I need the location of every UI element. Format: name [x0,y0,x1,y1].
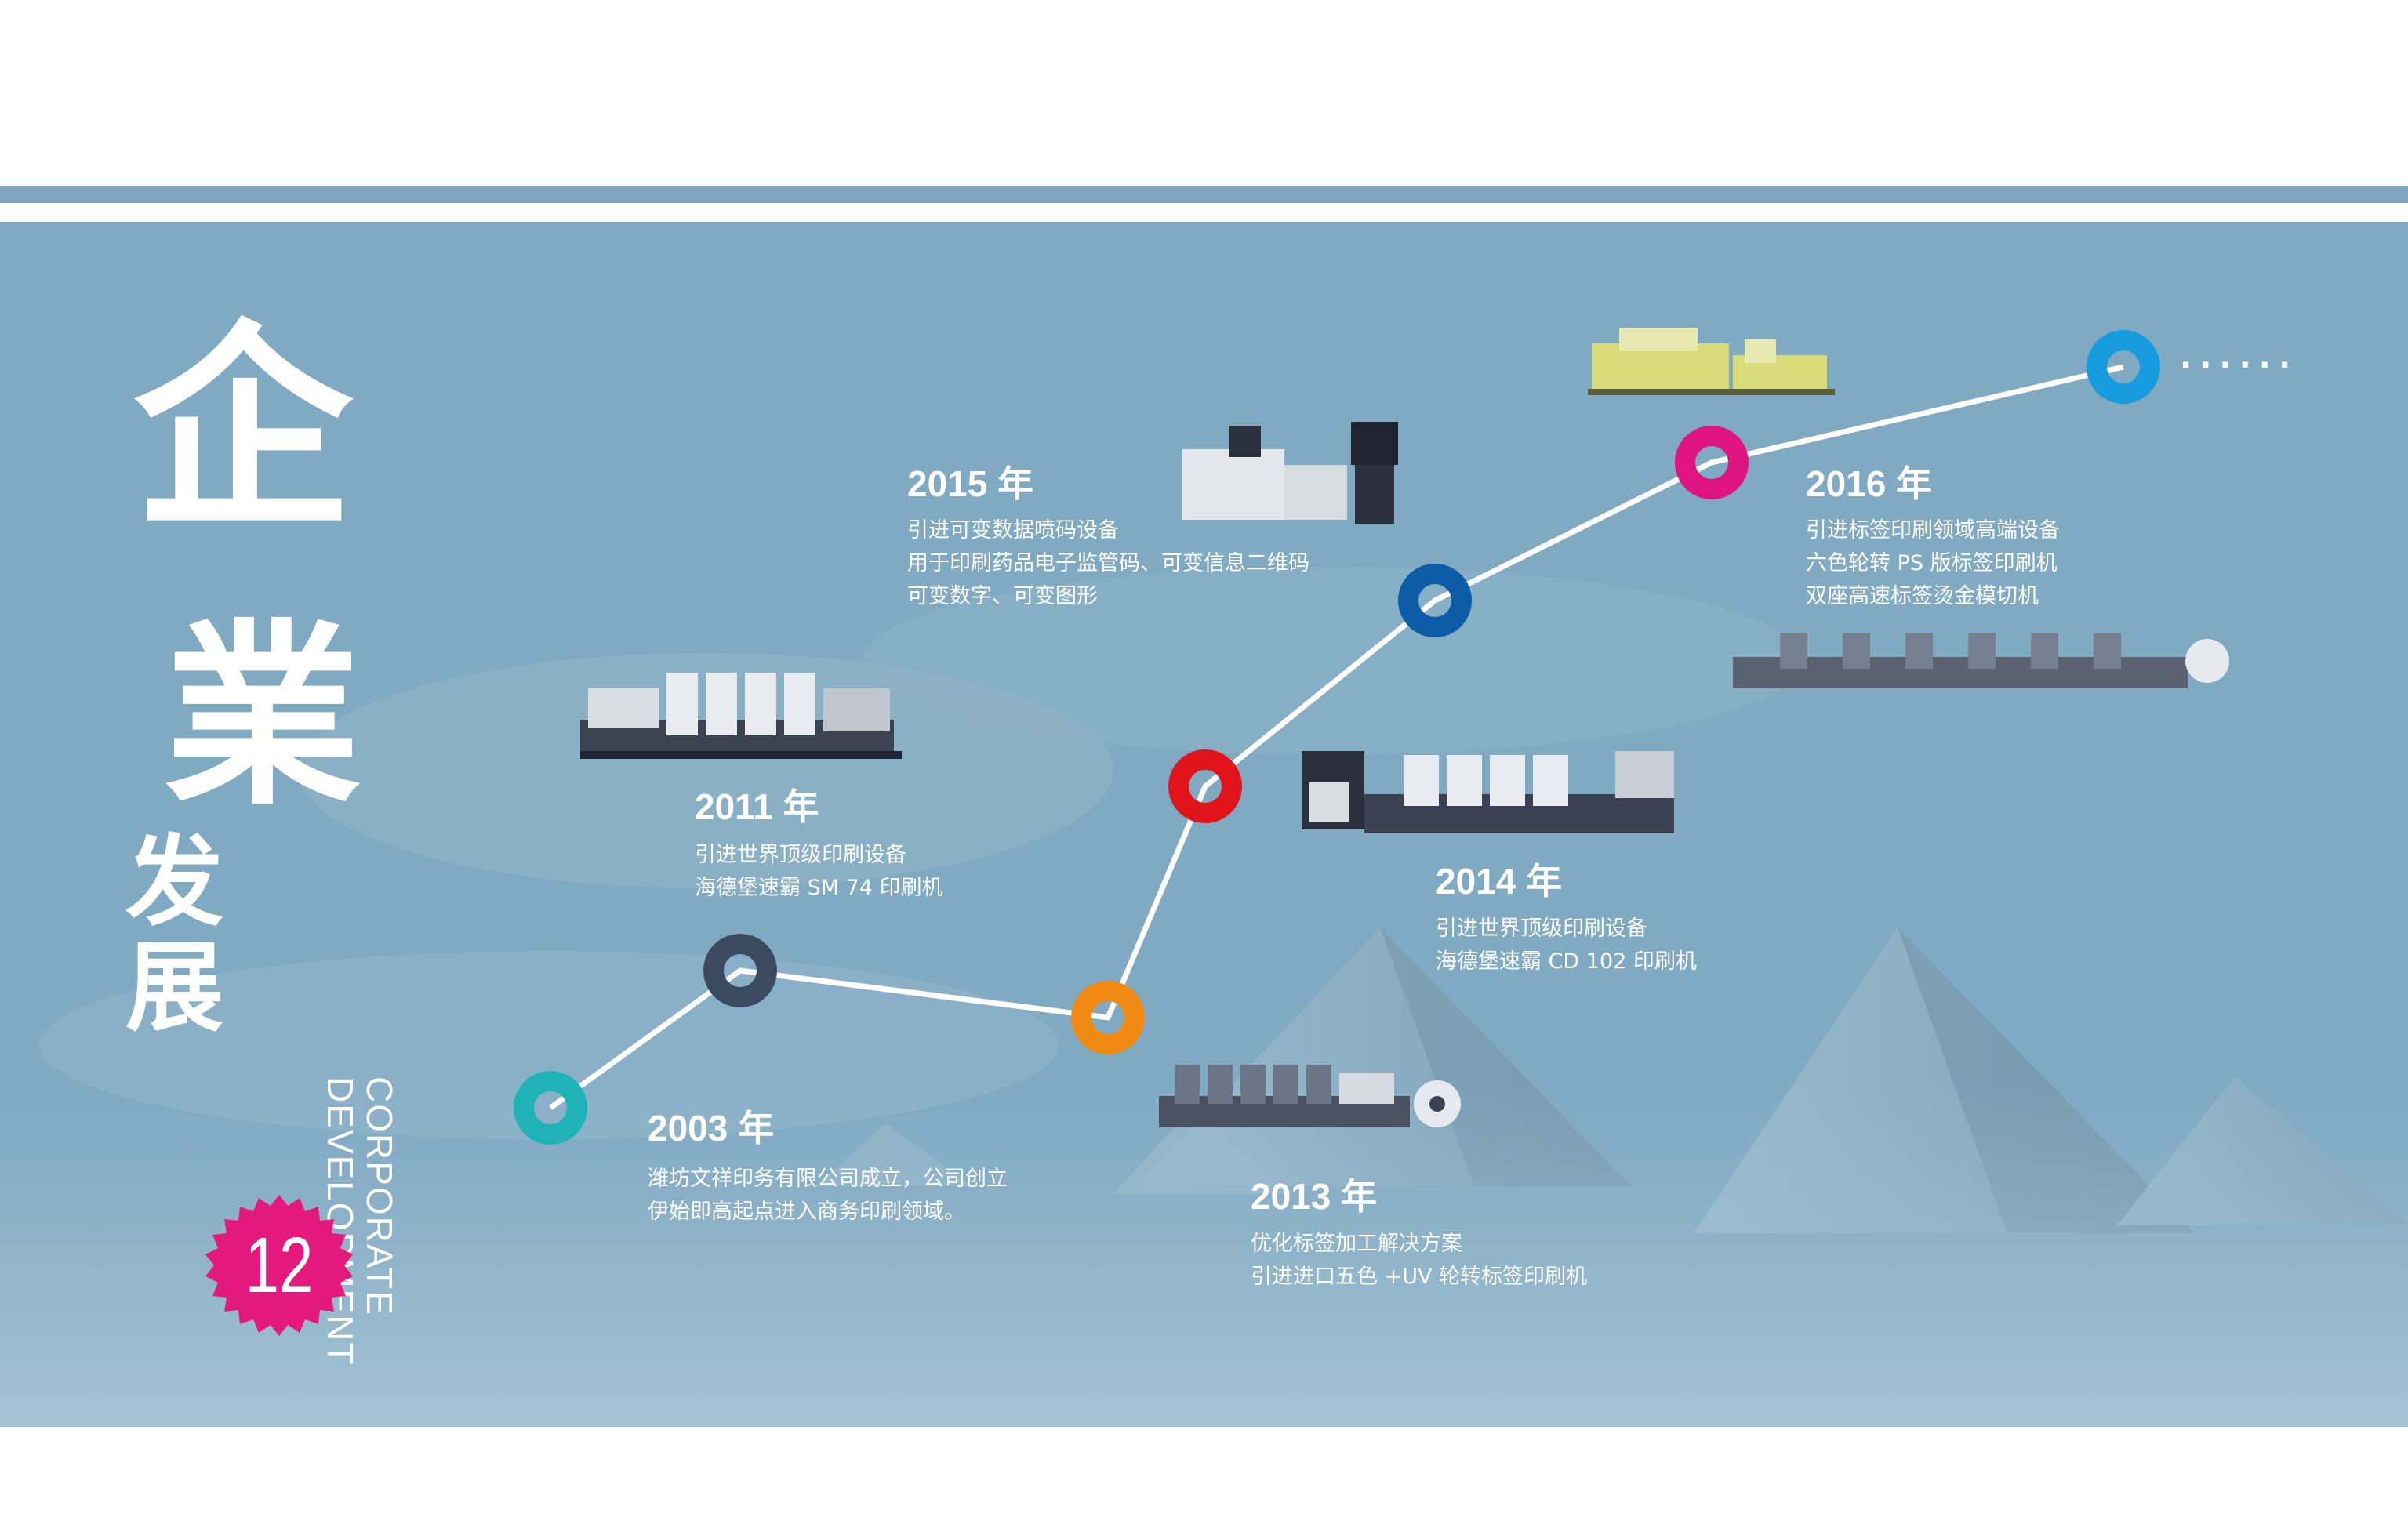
desc-line: 潍坊文祥印务有限公司成立，公司创立 [648,1167,1008,1191]
desc-line: 引进可变数据喷码设备 [907,518,1119,543]
node-2013[interactable] [1071,981,1145,1054]
year-2003: 2003 年 [648,1108,775,1149]
year-2013: 2013 年 [1251,1176,1378,1217]
desc-2003: 潍坊文祥印务有限公司成立，公司创立 伊始即高起点进入商务印刷领域。 [648,1163,1008,1229]
press-machine-icon [580,673,902,759]
inkjet-machine-icon [1182,422,1398,524]
node-future[interactable] [2087,330,2160,404]
node-2014[interactable] [1168,749,1242,823]
desc-line: 六色轮转 PS 版标签印刷机 [1806,551,2058,575]
desc-2016: 引进标签印刷领域高端设备 六色轮转 PS 版标签印刷机 双座高速标签烫金模切机 [1806,514,2060,613]
desc-line: 引进世界顶级印刷设备 [1436,916,1647,941]
timeline-path [514,330,2160,1145]
title-char-1: 企 [133,300,353,558]
desc-line: 伊始即高起点进入商务印刷领域。 [648,1200,965,1224]
desc-line: 引进进口五色 +UV 轮转标签印刷机 [1251,1265,1588,1289]
year-2015: 2015 年 [907,463,1034,504]
desc-line: 可变数字、可变图形 [907,584,1098,608]
node-2016[interactable] [1675,426,1749,499]
title-char-3: 发 [125,825,223,939]
top-stripe [0,186,2408,203]
title-char-2: 業 [165,601,361,831]
future-dots: ...... [2180,339,2299,376]
label-press-icon [1733,633,2229,688]
label-press-icon [1159,1065,1461,1127]
desc-2011: 引进世界顶级印刷设备 海德堡速霸 SM 74 印刷机 [695,839,943,905]
desc-2015: 引进可变数据喷码设备 用于印刷药品电子监管码、可变信息二维码 可变数字、可变图形 [907,514,1309,613]
timeline-panel: ...... [0,222,2408,1427]
desc-line: 引进世界顶级印刷设备 [695,843,906,867]
desc-line: 海德堡速霸 SM 74 印刷机 [695,876,943,900]
desc-line: 双座高速标签烫金模切机 [1806,584,2039,608]
title-char-4: 展 [125,931,223,1045]
press-machine-icon [1302,751,1674,833]
desc-line: 用于印刷药品电子监管码、可变信息二维码 [907,551,1309,575]
desc-line: 引进标签印刷领域高端设备 [1806,518,2060,543]
year-2016: 2016 年 [1806,463,1933,504]
page-number: 12 [245,1221,314,1309]
year-2011: 2011 年 [695,786,819,827]
desc-2013: 优化标签加工解决方案 引进进口五色 +UV 轮转标签印刷机 [1251,1228,1587,1294]
title-english-line1: CORPORATE [359,1076,400,1316]
desc-2014: 引进世界顶级印刷设备 海德堡速霸 CD 102 印刷机 [1436,913,1697,978]
node-2015[interactable] [1398,564,1472,637]
desc-line: 优化标签加工解决方案 [1251,1232,1462,1256]
page-badge-icon [205,1195,353,1336]
node-2003[interactable] [514,1071,587,1145]
die-cutter-icon [1588,328,1835,395]
desc-line: 海德堡速霸 CD 102 印刷机 [1436,949,1697,974]
year-2014: 2014 年 [1436,861,1563,902]
node-2011[interactable] [703,934,777,1007]
